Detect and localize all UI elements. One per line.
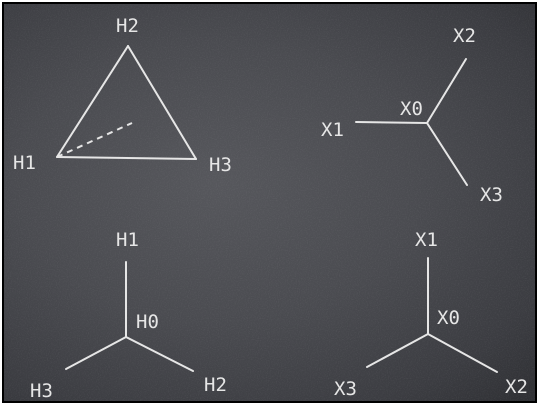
x-fork-arm-left: [366, 333, 429, 368]
h-fork-arm-right: [125, 336, 194, 372]
triangle-edge-left: [56, 45, 129, 158]
h-fork-arm-left: [65, 336, 127, 370]
triangle-dashed-line: [56, 122, 133, 158]
h-fork-diagram: H1 H0 H3 H2: [30, 229, 227, 402]
x-tripod-label-left: X1: [321, 119, 344, 141]
triangle-label-left: H1: [13, 152, 36, 174]
triangle-edge-bottom: [56, 156, 197, 160]
h-fork-label-right: H2: [204, 374, 227, 396]
x-tripod-label-bottom: X3: [480, 184, 503, 206]
h-fork-label-left: H3: [30, 380, 53, 402]
x-tripod-arm-left: [355, 121, 428, 124]
screen-noise: [4, 4, 535, 401]
x-fork-label-left: X3: [334, 378, 357, 400]
x-tripod-arm-bottom: [426, 122, 468, 186]
diagram-frame: H2 H1 H3 X0 X1 X2 X3 H1 H0 H3 H2: [2, 2, 537, 403]
x-tripod-diagram: X0 X1 X2 X3: [321, 25, 503, 206]
diagram-canvas: H2 H1 H3 X0 X1 X2 X3 H1 H0 H3 H2: [4, 4, 535, 402]
h-fork-label-top: H1: [116, 229, 139, 251]
triangle-label-top: H2: [116, 15, 139, 37]
triangle-diagram: H2 H1 H3: [13, 15, 232, 176]
x-fork-label-center: X0: [437, 307, 460, 329]
x-tripod-label-top: X2: [453, 25, 476, 47]
x-tripod-arm-top: [426, 58, 467, 124]
x-fork-diagram: X1 X0 X3 X2: [334, 229, 528, 400]
x-fork-arm-right: [427, 333, 498, 373]
x-tripod-label-center: X0: [400, 98, 423, 120]
triangle-label-right: H3: [209, 154, 232, 176]
x-fork-label-right: X2: [505, 376, 528, 398]
triangle-edge-right: [127, 45, 197, 160]
x-fork-label-top: X1: [415, 229, 438, 251]
h-fork-label-center: H0: [136, 311, 159, 333]
